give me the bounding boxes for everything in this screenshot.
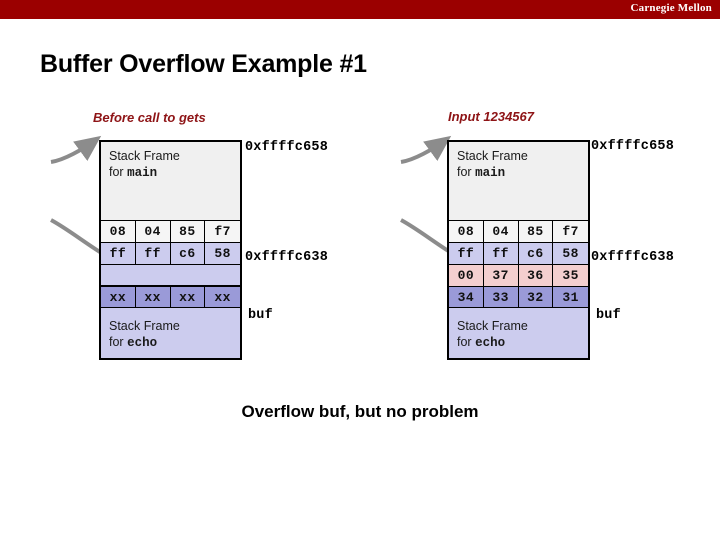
stack-frame-echo-line1: Stack Frame bbox=[109, 319, 180, 333]
function-name-echo: echo bbox=[475, 336, 506, 350]
byte-cell: 33 bbox=[483, 287, 519, 307]
for-keyword: for bbox=[457, 335, 476, 349]
table-row: 08 04 85 f7 bbox=[447, 220, 590, 242]
byte-cell: c6 bbox=[518, 243, 554, 264]
byte-cell: 85 bbox=[170, 221, 206, 242]
stack-diagram-before: Stack Frame for main 08 04 85 f7 ff ff c… bbox=[99, 140, 242, 360]
table-row: 08 04 85 f7 bbox=[99, 220, 242, 242]
pointer-arrows-left bbox=[50, 135, 102, 254]
for-keyword: for bbox=[457, 165, 476, 179]
buf-label-right: buf bbox=[596, 308, 621, 323]
stack-frame-echo-box: Stack Frame for echo bbox=[447, 308, 590, 360]
stack-frame-echo-line1: Stack Frame bbox=[457, 319, 528, 333]
arrow-to-return-address bbox=[400, 218, 452, 254]
for-keyword: for bbox=[109, 335, 128, 349]
caption-input: Input 1234567 bbox=[448, 109, 534, 124]
buf-label-left: buf bbox=[248, 308, 273, 323]
byte-cell: 58 bbox=[205, 243, 240, 264]
address-label-top-left: 0xffffc658 bbox=[245, 140, 329, 155]
table-row: 00 37 36 35 bbox=[447, 264, 590, 286]
byte-cell: 04 bbox=[135, 221, 171, 242]
stack-diagram-after: Stack Frame for main 08 04 85 f7 ff ff c… bbox=[447, 140, 590, 360]
byte-cell: 32 bbox=[518, 287, 554, 307]
arrow-to-return-address bbox=[50, 218, 102, 254]
byte-cell: xx bbox=[205, 287, 240, 307]
stack-frame-main-line1: Stack Frame bbox=[109, 149, 180, 163]
caption-before-call: Before call to gets bbox=[93, 110, 206, 125]
byte-cell: 34 bbox=[449, 287, 484, 307]
stack-frame-main-box: Stack Frame for main bbox=[447, 140, 590, 220]
brand-label: Carnegie Mellon bbox=[630, 2, 712, 14]
function-name-main: main bbox=[127, 166, 158, 180]
byte-cell: ff bbox=[101, 243, 136, 264]
byte-cell: 00 bbox=[449, 265, 484, 286]
table-row: ff ff c6 58 bbox=[447, 242, 590, 264]
byte-cell: xx bbox=[101, 287, 136, 307]
stack-frame-echo-box: Stack Frame for echo bbox=[99, 308, 242, 360]
function-name-main: main bbox=[475, 166, 506, 180]
byte-cell: 31 bbox=[553, 287, 588, 307]
address-label-top-right: 0xffffc658 bbox=[591, 139, 675, 154]
table-row: xx xx xx xx bbox=[99, 286, 242, 308]
byte-cell: 35 bbox=[553, 265, 588, 286]
stack-frame-main-line2: for main bbox=[457, 164, 588, 181]
byte-cell: 58 bbox=[553, 243, 588, 264]
byte-cell: ff bbox=[449, 243, 484, 264]
table-row: ff ff c6 58 bbox=[99, 242, 242, 264]
stack-frame-main-line1: Stack Frame bbox=[457, 149, 528, 163]
address-label-mid-left: 0xffffc638 bbox=[245, 250, 329, 265]
byte-cell: f7 bbox=[553, 221, 588, 242]
byte-cell: 04 bbox=[483, 221, 519, 242]
unused-gap-row bbox=[99, 264, 242, 286]
stack-frame-echo-line2: for echo bbox=[109, 334, 240, 351]
byte-cell: 85 bbox=[518, 221, 554, 242]
brand-bar bbox=[0, 0, 720, 19]
address-label-mid-right: 0xffffc638 bbox=[591, 250, 675, 265]
function-name-echo: echo bbox=[127, 336, 158, 350]
byte-cell: ff bbox=[483, 243, 519, 264]
arrow-to-main-frame bbox=[50, 135, 102, 164]
arrow-to-main-frame bbox=[400, 135, 452, 164]
byte-cell: xx bbox=[135, 287, 171, 307]
byte-cell: 36 bbox=[518, 265, 554, 286]
byte-cell: 08 bbox=[101, 221, 136, 242]
byte-cell: ff bbox=[135, 243, 171, 264]
stack-frame-echo-line2: for echo bbox=[457, 334, 588, 351]
page-title: Buffer Overflow Example #1 bbox=[40, 50, 367, 78]
for-keyword: for bbox=[109, 165, 128, 179]
byte-cell: 08 bbox=[449, 221, 484, 242]
byte-cell: xx bbox=[170, 287, 206, 307]
stack-frame-main-box: Stack Frame for main bbox=[99, 140, 242, 220]
bottom-caption: Overflow buf, but no problem bbox=[241, 402, 479, 421]
byte-cell: 37 bbox=[483, 265, 519, 286]
byte-cell: c6 bbox=[170, 243, 206, 264]
stack-frame-main-line2: for main bbox=[109, 164, 240, 181]
table-row: 34 33 32 31 bbox=[447, 286, 590, 308]
byte-cell: f7 bbox=[205, 221, 240, 242]
